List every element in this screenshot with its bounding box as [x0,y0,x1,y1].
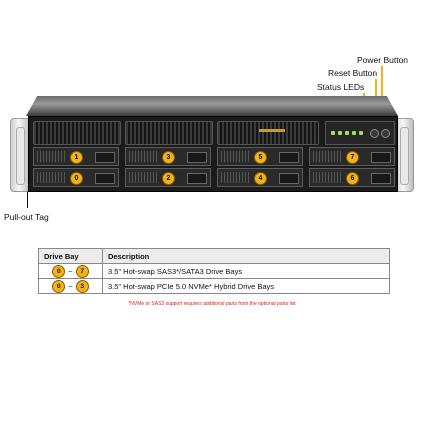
status-led [352,131,356,135]
column-header: Drive Bay [38,248,103,264]
reset-button-callout: Reset Button [328,68,378,78]
front-panel: 1 3 5 7 0 2 4 6 [28,116,398,192]
bay-number-badge: 7 [346,151,359,164]
drive-bay[interactable]: 1 [33,147,119,166]
bay-number-badge: 3 [75,279,89,293]
footnote: *NVMe or SAS3 support requires additiona… [128,301,296,307]
chassis-top-cover [26,96,398,116]
bay-number-badge: 3 [162,151,175,164]
bay-number-badge: 5 [254,151,267,164]
server-chassis: 1 3 5 7 0 2 4 6 [10,96,414,192]
bay-range-cell: 0~3 [38,278,103,294]
bay-number-badge: 0 [52,264,66,278]
pull-out-tag-callout: Pull-out Tag [4,212,49,222]
status-led [359,131,363,135]
left-rack-ear[interactable] [10,118,30,192]
control-panel [325,121,395,145]
bay-number-badge: 4 [254,172,267,185]
range-separator: ~ [68,281,73,291]
table-row: 0~3 3.5" Hot-swap PCIe 5.0 NVMe* Hybrid … [38,278,390,294]
range-separator: ~ [68,266,73,276]
drive-bay[interactable]: 4 [217,168,303,187]
status-leds-callout: Status LEDs [317,82,365,92]
drive-bay[interactable]: 2 [125,168,211,187]
drive-bay[interactable]: 7 [309,147,395,166]
bay-number-badge: 0 [52,279,66,293]
bay-number-badge: 1 [70,151,83,164]
drive-bay[interactable]: 6 [309,168,395,187]
drive-bay[interactable]: 5 [217,147,303,166]
table-header-row: Drive Bay Description [38,248,390,264]
status-led [345,131,349,135]
front-vent [217,121,319,145]
bay-number-badge: 2 [162,172,175,185]
description-cell: 3.5" Hot-swap PCIe 5.0 NVMe* Hybrid Driv… [102,278,390,294]
bay-number-badge: 7 [75,264,89,278]
power-button[interactable] [381,129,390,138]
drive-bay[interactable]: 0 [33,168,119,187]
table-row: 0~7 3.5" Hot-swap SAS3*/SATA3 Drive Bays [38,263,390,279]
front-vent [125,121,213,145]
brand-logo [259,129,285,132]
column-header: Description [102,248,390,264]
bay-range-cell: 0~7 [38,263,103,279]
drive-bay[interactable]: 3 [125,147,211,166]
power-button-callout: Power Button [357,55,409,65]
description-cell: 3.5" Hot-swap SAS3*/SATA3 Drive Bays [102,263,390,279]
status-led [331,131,335,135]
drive-bay-table: Drive Bay Description 0~7 3.5" Hot-swap … [38,248,390,294]
status-led [338,131,342,135]
bay-number-badge: 6 [346,172,359,185]
reset-button[interactable] [370,129,379,138]
front-vent [33,121,121,145]
bay-number-badge: 0 [70,172,83,185]
pull-out-tag-leader [27,178,28,208]
power-button-leader [381,66,383,122]
